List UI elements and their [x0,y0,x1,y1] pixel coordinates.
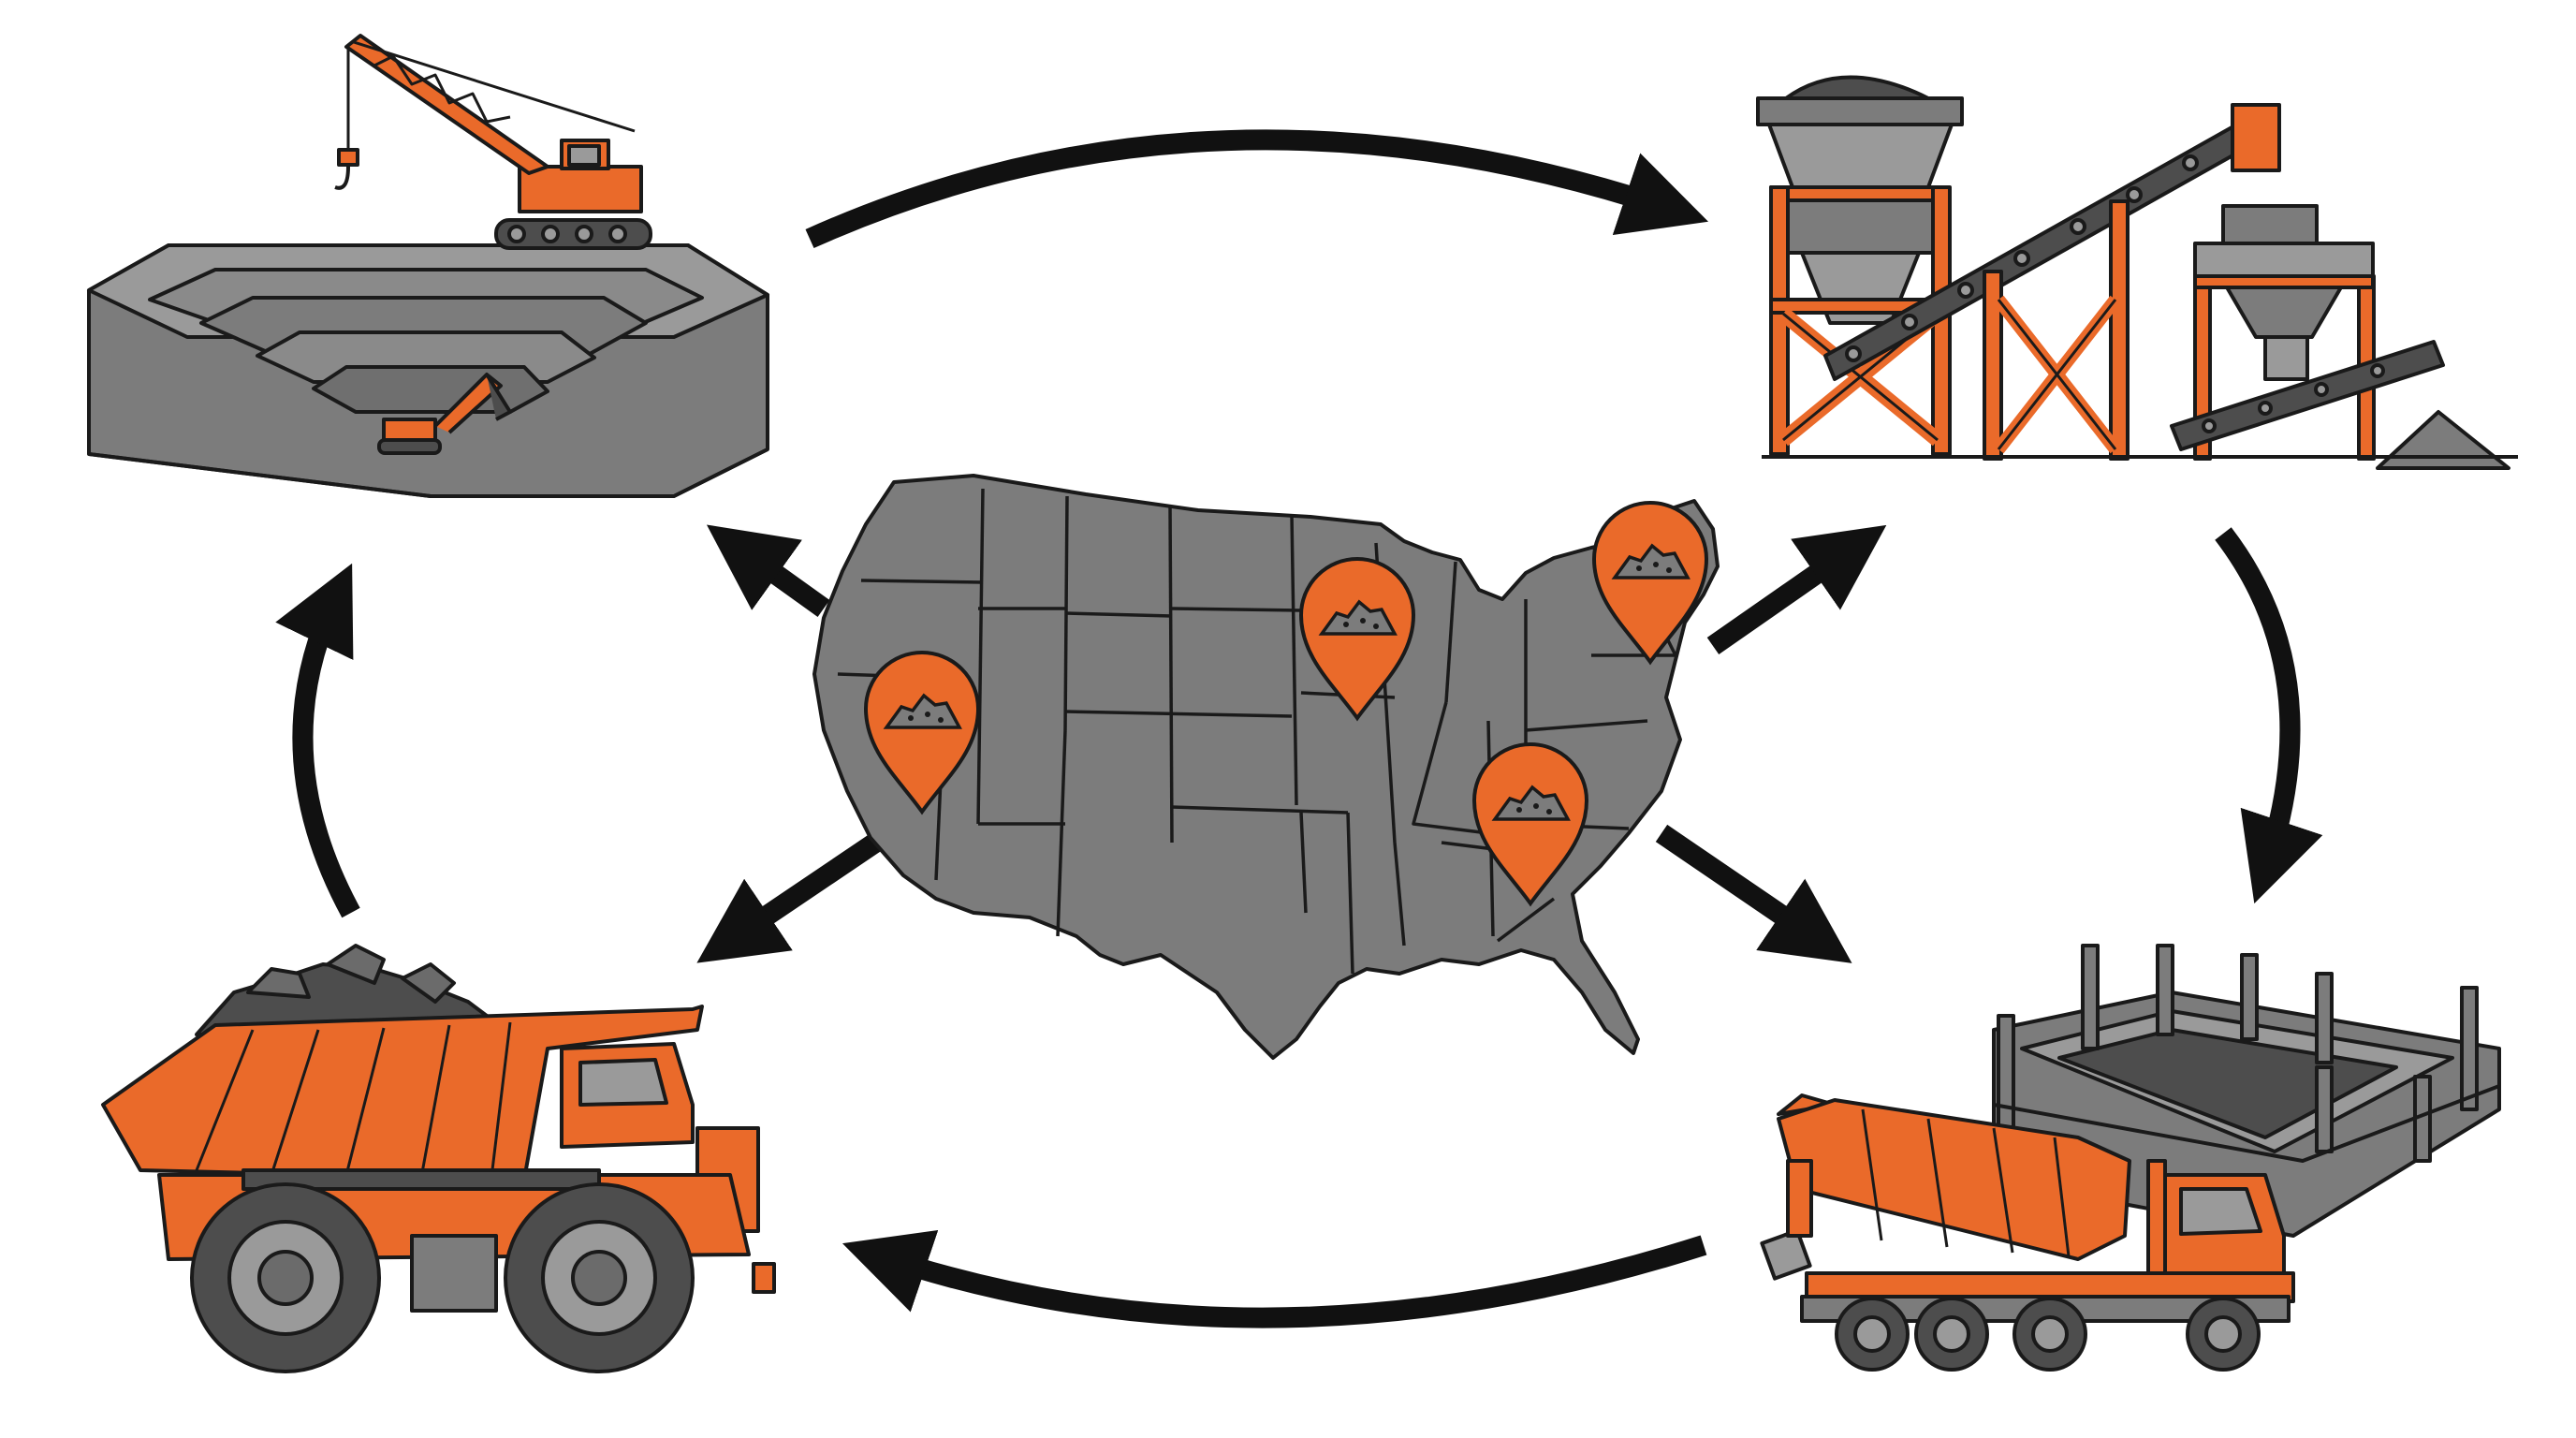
arrow-map-to-construction [1661,833,1823,944]
truck-wheel-icon [505,1184,693,1372]
arrow-construction-to-haul [875,1245,1704,1318]
mining-dump-truck-icon [103,946,774,1372]
open-pit-quarry-with-crane-icon [89,36,768,496]
arrow-quarry-to-processing [810,139,1676,239]
truck-wheel-icon [2188,1299,2259,1370]
arrow-processing-to-construction [2223,534,2290,871]
arrow-haul-to-quarry [302,594,351,913]
arrow-map-to-quarry [735,545,824,609]
crawler-crane-icon [335,36,651,248]
truck-wheel-icon [1837,1299,1908,1370]
arrow-map-to-haul [725,843,875,944]
crushing-and-screening-plant-icon [1758,78,2518,469]
cement-mixer-truck-at-construction-site-icon [1762,946,2499,1370]
truck-wheel-icon [2014,1299,2086,1370]
arrow-map-to-processing [1713,545,1858,646]
truck-wheel-icon [192,1184,379,1372]
truck-wheel-icon [1916,1299,1987,1370]
